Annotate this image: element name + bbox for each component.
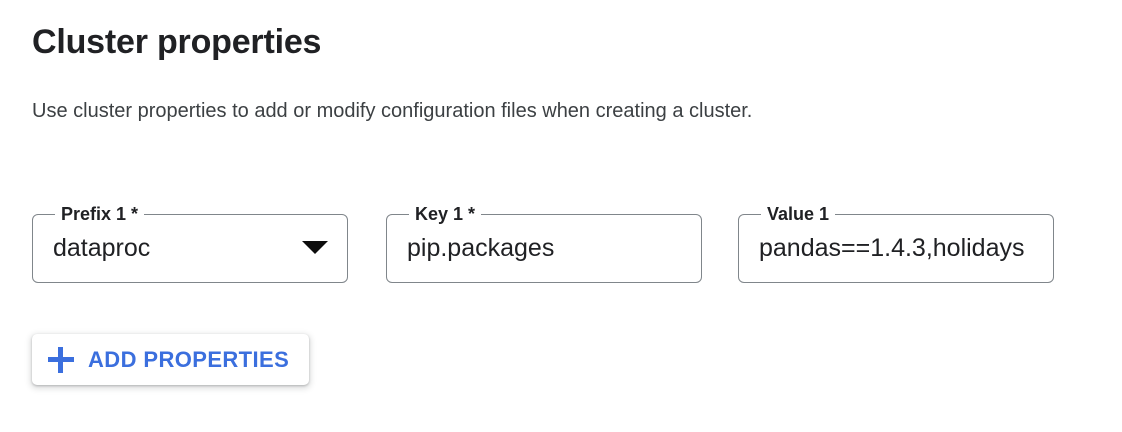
key-field-label: Key 1 * — [415, 204, 476, 224]
property-row-1: Prefix 1 * dataproc Key 1 * pip.packages… — [32, 205, 1092, 285]
chevron-down-icon[interactable] — [302, 241, 328, 254]
value-field-1[interactable]: Value 1 pandas==1.4.3,holidays — [738, 205, 1054, 283]
key-field-outline: Key 1 * — [386, 205, 702, 283]
prefix-field-1[interactable]: Prefix 1 * dataproc — [32, 205, 348, 283]
value-input[interactable]: pandas==1.4.3,holidays — [759, 234, 1025, 262]
prefix-field-outline: Prefix 1 * — [32, 205, 348, 283]
key-field-1[interactable]: Key 1 * pip.packages — [386, 205, 702, 283]
plus-icon — [48, 346, 74, 373]
add-properties-button[interactable]: ADD PROPERTIES — [32, 334, 310, 385]
key-input[interactable]: pip.packages — [407, 234, 555, 262]
value-field-label: Value 1 — [767, 204, 830, 224]
prefix-field-label: Prefix 1 * — [61, 204, 139, 224]
page-title: Cluster properties — [32, 23, 322, 61]
page-description: Use cluster properties to add or modify … — [32, 100, 753, 122]
value-field-outline: Value 1 — [738, 205, 1054, 283]
prefix-select-value[interactable]: dataproc — [53, 234, 151, 262]
add-properties-label: ADD PROPERTIES — [88, 346, 290, 372]
